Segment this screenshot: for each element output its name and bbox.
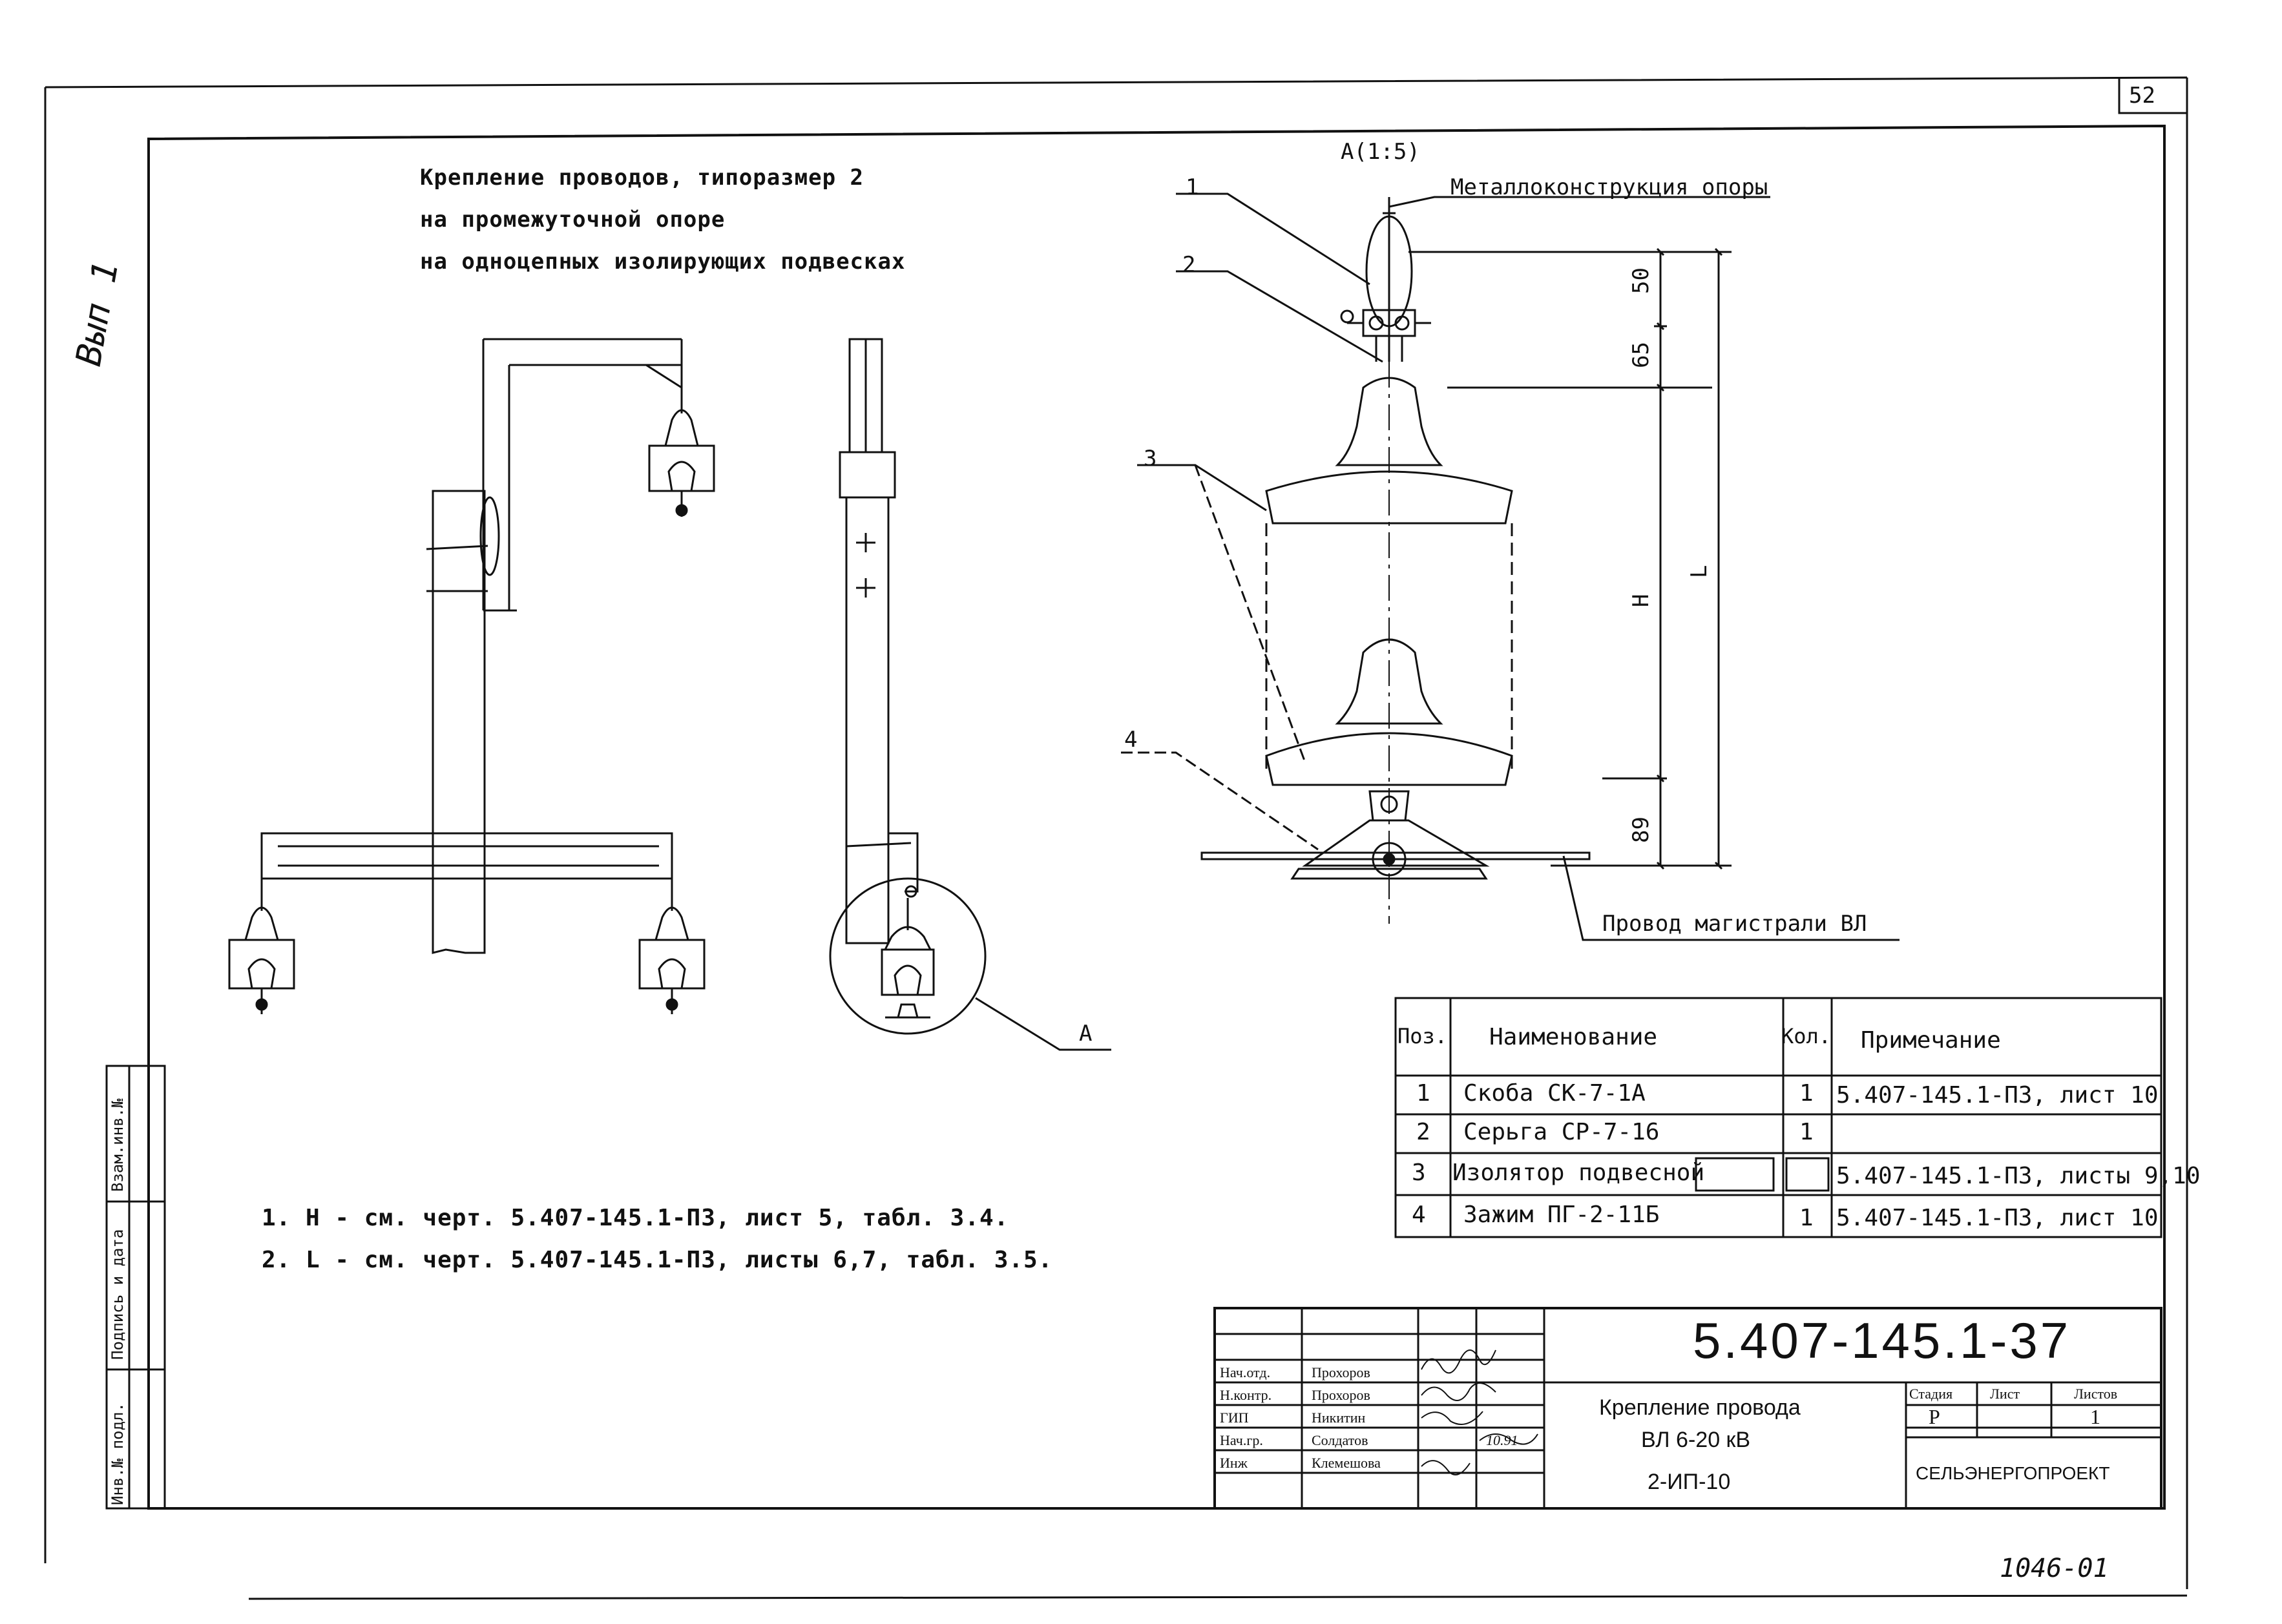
block-title-line-2: ВЛ 6-20 кВ bbox=[1641, 1428, 1751, 1452]
detail-callout-label: А bbox=[1079, 1021, 1093, 1046]
drawing-title-line-1: Крепление проводов, типоразмер 2 bbox=[420, 165, 864, 191]
spec-row-1-name: Скоба СК-7-1А bbox=[1463, 1080, 1646, 1107]
stamp-replaced-inv: Взам.инв.№ bbox=[109, 1098, 127, 1192]
organization-name: СЕЛЬЭНЕРГОПРОЕКТ bbox=[1916, 1463, 2110, 1483]
stamp-inv-original: Инв.№ подл. bbox=[109, 1402, 127, 1505]
sign-date: 10.91 bbox=[1486, 1432, 1518, 1448]
insulator-right bbox=[638, 879, 706, 1014]
name-2: Прохоров bbox=[1312, 1387, 1370, 1403]
pole-front-view bbox=[228, 338, 715, 1014]
dim-h: Н bbox=[1628, 594, 1654, 607]
spec-row-4-name: Зажим ПГ-2-11Б bbox=[1463, 1202, 1660, 1228]
spec-row-4-qty: 1 bbox=[1799, 1205, 1814, 1231]
name-4: Солдатов bbox=[1312, 1432, 1368, 1448]
dim-l: L bbox=[1686, 565, 1712, 578]
insulator-top bbox=[648, 388, 715, 517]
title-block-grid bbox=[1213, 1307, 2162, 1510]
outer-frame bbox=[44, 76, 2188, 1589]
signatures bbox=[1421, 1349, 1538, 1475]
pole-side-view bbox=[829, 338, 1111, 1051]
spec-row-3-pos: 3 bbox=[1412, 1160, 1426, 1186]
position-1: 1 bbox=[1186, 174, 1199, 200]
position-4: 4 bbox=[1124, 727, 1138, 753]
spec-row-4-pos: 4 bbox=[1412, 1202, 1426, 1228]
bottom-mark: 1046-01 bbox=[2000, 1554, 2109, 1583]
spec-row-2-qty: 1 bbox=[1799, 1119, 1814, 1145]
stage-value: Р bbox=[1929, 1405, 1940, 1428]
dim-89: 89 bbox=[1628, 817, 1654, 843]
sheets-header: Листов bbox=[2074, 1386, 2118, 1402]
detail-callout-circle bbox=[829, 877, 987, 1035]
role-3: ГИП bbox=[1220, 1410, 1249, 1426]
spec-row-1-pos: 1 bbox=[1416, 1080, 1430, 1107]
bottom-rule bbox=[248, 1594, 2188, 1600]
spec-row-1-qty: 1 bbox=[1799, 1080, 1814, 1107]
detail-view-label: А(1:5) bbox=[1341, 139, 1420, 165]
note-1: 1. Н - см. черт. 5.407-145.1-ПЗ, лист 5,… bbox=[262, 1205, 1009, 1231]
document-code: 5.407-145.1-37 bbox=[1693, 1312, 2071, 1369]
spec-row-4-note: 5.407-145.1-ПЗ, лист 10 bbox=[1836, 1205, 2159, 1231]
role-4: Нач.гр. bbox=[1220, 1432, 1263, 1448]
spec-row-2-pos: 2 bbox=[1416, 1119, 1430, 1145]
name-5: Клемешова bbox=[1312, 1455, 1381, 1471]
detail-view-a bbox=[1121, 193, 1900, 941]
dim-50: 50 bbox=[1628, 267, 1654, 294]
sheet-number: 52 bbox=[2129, 83, 2155, 109]
role-5: Инж bbox=[1220, 1455, 1248, 1471]
sheet-header: Лист bbox=[1990, 1386, 2020, 1402]
spec-row-1-note: 5.407-145.1-ПЗ, лист 10 bbox=[1836, 1082, 2159, 1109]
role-2: Н.контр. bbox=[1220, 1387, 1272, 1403]
name-1: Прохоров bbox=[1312, 1364, 1370, 1380]
spec-header-qty: Кол. bbox=[1781, 1024, 1832, 1048]
spec-row-2-name: Серьга СР-7-16 bbox=[1463, 1119, 1660, 1145]
dim-65: 65 bbox=[1628, 342, 1654, 368]
position-2: 2 bbox=[1182, 252, 1196, 278]
spec-row-3-note: 5.407-145.1-ПЗ, листы 9,10 bbox=[1836, 1163, 2201, 1189]
spec-table-grid bbox=[1394, 997, 2162, 1238]
role-1: Нач.отд. bbox=[1220, 1364, 1271, 1380]
drawing-title-line-2: на промежуточной опоре bbox=[420, 207, 726, 233]
left-stamp-frame bbox=[105, 1065, 166, 1510]
spec-header-pos: Поз. bbox=[1397, 1024, 1448, 1048]
position-3: 3 bbox=[1144, 446, 1157, 472]
note-2: 2. L - см. черт. 5.407-145.1-ПЗ, листы 6… bbox=[262, 1247, 1053, 1273]
stamp-signature-date: Подпись и дата bbox=[109, 1229, 127, 1360]
spec-header-name: Наименование bbox=[1489, 1024, 1658, 1050]
insulator-left bbox=[228, 879, 295, 1014]
drawing-title-line-3: на одноцепных изолирующих подвесках bbox=[420, 249, 906, 275]
spec-row-3-name: Изолятор подвесной bbox=[1452, 1160, 1705, 1186]
sheets-value: 1 bbox=[2090, 1405, 2100, 1428]
wire-label: Провод магистрали ВЛ bbox=[1602, 911, 1867, 937]
block-title-line-3: 2-ИП-10 bbox=[1648, 1470, 1731, 1494]
inner-frame bbox=[147, 124, 2166, 1510]
stage-header: Стадия bbox=[1909, 1386, 1953, 1402]
spec-header-note: Примечание bbox=[1861, 1027, 2001, 1054]
name-3: Никитин bbox=[1312, 1410, 1366, 1426]
block-title-line-1: Крепление провода bbox=[1599, 1395, 1801, 1420]
support-label: Металлоконструкция опоры bbox=[1450, 174, 1768, 200]
